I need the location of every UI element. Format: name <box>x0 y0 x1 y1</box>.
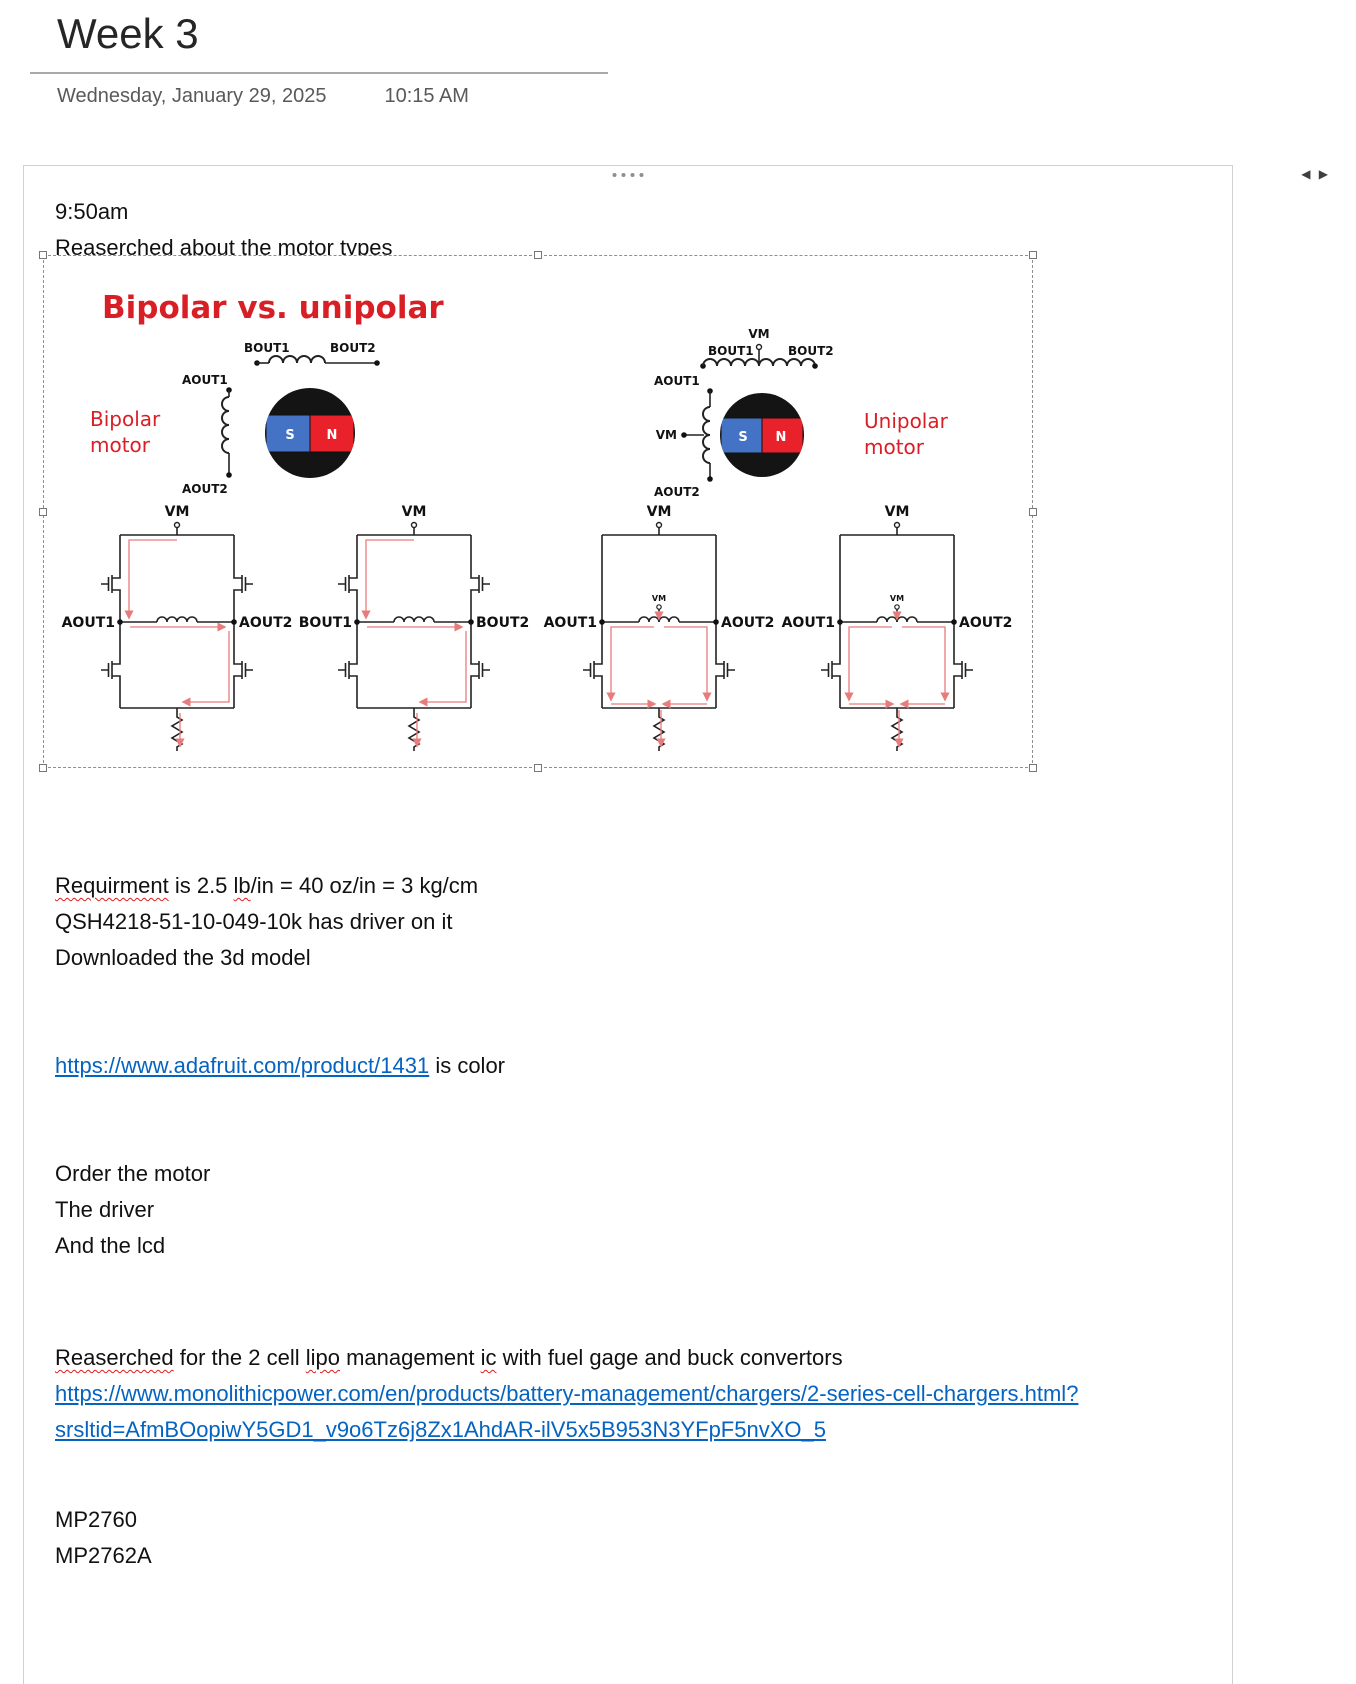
motor-types-image[interactable]: Bipolar vs. unipolar BOUT1 BOUT2 AOUT1 <box>44 256 1032 767</box>
misspelled-word: Requirment <box>55 873 169 898</box>
paragraph-lcd[interactable]: And the lcd <box>55 1233 166 1258</box>
paragraph-text: is 2.5 <box>168 873 234 898</box>
resize-handle-middle-left[interactable] <box>39 507 47 516</box>
page-title[interactable]: Week 3 <box>57 10 199 57</box>
pin-label-aout2: AOUT2 <box>654 485 700 499</box>
unipolar-motor-label: Unipolar <box>864 409 949 433</box>
resize-handle-middle-right[interactable] <box>1029 507 1037 516</box>
paragraph-mps-link[interactable]: https://www.monolithicpower.com/en/produ… <box>55 1376 1205 1448</box>
pin-label-vm: VM <box>647 504 672 520</box>
page-date: Wednesday, January 29, 2025 <box>57 85 327 107</box>
page-time: 10:15 AM <box>384 85 469 107</box>
misspelled-word: lb <box>233 873 251 898</box>
pin-label-aout2: AOUT2 <box>239 615 292 631</box>
pin-label-vm: VM <box>748 327 769 341</box>
pin-label-vm-tap: VM <box>652 594 666 603</box>
misspelled-word: lipo <box>305 1345 340 1370</box>
current-flow-arrows <box>361 539 467 748</box>
pin-label-vm: VM <box>885 504 910 520</box>
bipolar-motor-figure: BOUT1 BOUT2 AOUT1 AOUT2 Bipolar motor <box>90 341 380 496</box>
paragraph-adafruit[interactable]: https://www.adafruit.com/product/1431 is… <box>55 1048 1205 1084</box>
paragraph-mp2760[interactable]: MP2760 <box>55 1507 137 1532</box>
bipolar-motor-label: Bipolar <box>90 407 161 431</box>
paragraph-order-motor[interactable]: Order the motor <box>55 1161 211 1186</box>
pin-label-vm-tap: VM <box>890 594 904 603</box>
magnet-north-label: N <box>327 428 338 443</box>
resize-handle-bottom-right[interactable] <box>1029 764 1037 772</box>
paragraph-driver[interactable]: The driver <box>55 1197 155 1222</box>
paragraph-text: for the 2 cell <box>173 1345 306 1370</box>
pane-nav-arrows: ◀ ▶ <box>1296 167 1328 181</box>
unipolar-bridge-a: VM VM AOUT1 AOUT2 <box>544 504 774 752</box>
pin-label-aout1: AOUT1 <box>62 615 115 631</box>
note-container[interactable]: 9:50am Reaserched about the motor types <box>23 165 1233 1684</box>
current-flow-arrows <box>124 539 230 748</box>
paragraph-motor-part[interactable]: QSH4218-51-10-049-10k has driver on it <box>55 909 453 934</box>
pin-label-aout1: AOUT1 <box>544 615 597 631</box>
paragraph-lipo-research[interactable]: Reaserched for the 2 cell lipo managemen… <box>55 1340 1205 1376</box>
note-timestamp-line[interactable]: 9:50am <box>55 199 129 224</box>
note-content: 9:50am Reaserched about the motor types <box>24 166 1232 1574</box>
adafruit-link[interactable]: https://www.adafruit.com/product/1431 <box>55 1053 430 1078</box>
pin-label-vm: VM <box>402 504 427 520</box>
pin-label-aout1: AOUT1 <box>182 373 228 387</box>
paragraph-text: management <box>339 1345 481 1370</box>
paragraph-text: is color <box>429 1053 505 1078</box>
pin-label-aout1: AOUT1 <box>654 374 700 388</box>
current-flow-arrows <box>606 611 712 748</box>
resize-handle-top-left[interactable] <box>39 251 47 259</box>
pin-label-vm-tap: VM <box>656 428 677 442</box>
prev-arrow-icon[interactable]: ◀ <box>1301 167 1311 181</box>
page-header: Week 3 Wednesday, January 29, 2025 10:15 … <box>0 0 1356 108</box>
resize-handle-bottom-left[interactable] <box>39 764 47 772</box>
pin-label-bout2: BOUT2 <box>788 344 834 358</box>
drag-handle-icon[interactable] <box>612 173 644 177</box>
magnet-south-label: S <box>738 430 747 445</box>
rotor-magnet <box>720 417 804 454</box>
misspelled-word: Reaserched <box>55 1345 174 1370</box>
next-arrow-icon[interactable]: ▶ <box>1318 167 1328 181</box>
paragraph-3d-model[interactable]: Downloaded the 3d model <box>55 945 311 970</box>
bipolar-motor-label-2: motor <box>90 433 151 457</box>
pin-label-bout1: BOUT1 <box>299 615 352 631</box>
pin-label-vm: VM <box>165 504 190 520</box>
resize-handle-top-right[interactable] <box>1029 251 1037 259</box>
current-flow-arrows <box>844 611 950 748</box>
resize-handle-top-middle[interactable] <box>534 251 542 259</box>
magnet-north-label: N <box>776 430 787 445</box>
resize-handle-bottom-middle[interactable] <box>534 764 542 772</box>
unipolar-bridge-b: VM VM AOUT1 AOUT2 <box>782 504 1012 752</box>
misspelled-word: ic <box>480 1345 497 1370</box>
diagram-title: Bipolar vs. unipolar <box>102 290 444 326</box>
bipolar-bridge-b: VM BOUT1 BOUT2 <box>299 504 529 752</box>
monolithicpower-link[interactable]: https://www.monolithicpower.com/en/produ… <box>55 1381 1079 1442</box>
pin-label-bout1: BOUT1 <box>708 344 754 358</box>
unipolar-motor-figure: VM BOUT1 BOUT2 AOUT1 AOUT2 <box>654 327 949 499</box>
paragraph-requirement[interactable]: Requirment is 2.5 lb/in = 40 oz/in = 3 k… <box>55 868 1205 904</box>
unipolar-motor-label-2: motor <box>864 435 925 459</box>
pin-label-bout1: BOUT1 <box>244 341 290 355</box>
paragraph-mp2762a[interactable]: MP2762A <box>55 1543 152 1568</box>
pin-label-aout2: AOUT2 <box>182 482 228 496</box>
pin-label-aout1: AOUT1 <box>782 615 835 631</box>
paragraph-text: /in = 40 oz/in = 3 kg/cm <box>250 873 479 898</box>
paragraph-text: with fuel gage and buck convertors <box>496 1345 843 1370</box>
image-selection-frame[interactable]: Bipolar vs. unipolar BOUT1 BOUT2 AOUT1 <box>39 251 1037 772</box>
pin-label-bout2: BOUT2 <box>476 615 529 631</box>
magnet-south-label: S <box>285 428 294 443</box>
page-meta: Wednesday, January 29, 2025 10:15 AM <box>57 85 1356 108</box>
pin-label-bout2: BOUT2 <box>330 341 376 355</box>
pin-label-aout2: AOUT2 <box>959 615 1012 631</box>
rotor-magnet <box>265 414 355 453</box>
bipolar-bridge-a: VM AOUT1 AOUT2 <box>62 504 292 752</box>
pin-label-aout2: AOUT2 <box>721 615 774 631</box>
title-underline <box>30 72 608 74</box>
